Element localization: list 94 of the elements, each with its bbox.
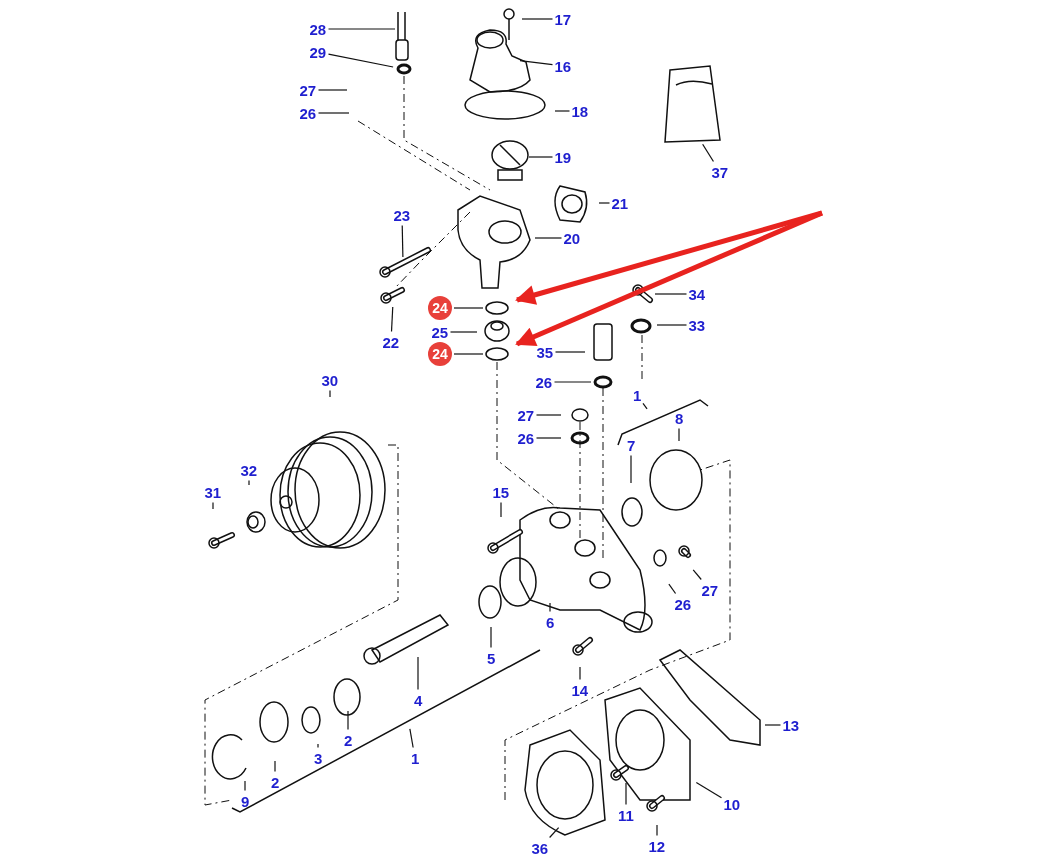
leader-line bbox=[702, 143, 715, 163]
callout-number: 2 bbox=[271, 773, 280, 791]
leader-line bbox=[678, 427, 680, 442]
leader-line bbox=[521, 18, 554, 20]
callout-number: 5 bbox=[487, 649, 496, 667]
leader-line bbox=[692, 569, 702, 581]
leader-line bbox=[449, 331, 478, 333]
callout-number: 32 bbox=[240, 461, 258, 479]
leader-line bbox=[390, 306, 394, 333]
callout-number: 23 bbox=[393, 206, 411, 224]
o-ring bbox=[485, 347, 509, 361]
leader-line bbox=[500, 501, 502, 518]
leader-line bbox=[401, 224, 404, 258]
leader-line bbox=[535, 437, 562, 439]
leader-line bbox=[417, 656, 419, 691]
leader-line bbox=[764, 724, 782, 726]
callout-number: 2 bbox=[344, 731, 353, 749]
leader-line bbox=[329, 389, 331, 398]
callout-number: 26 bbox=[299, 104, 317, 122]
callout-number: 27 bbox=[701, 581, 719, 599]
callout-number: 3 bbox=[314, 749, 323, 767]
callout-number: 24 bbox=[428, 296, 452, 320]
callout-number: 25 bbox=[431, 323, 449, 341]
callout-number: 10 bbox=[723, 795, 741, 813]
callout-number: 9 bbox=[241, 792, 250, 810]
leader-line bbox=[668, 583, 677, 595]
leader-line bbox=[327, 28, 396, 30]
leader-line bbox=[535, 414, 562, 416]
leader-line bbox=[656, 824, 658, 837]
callout-number: 31 bbox=[204, 483, 222, 501]
o-ring bbox=[485, 301, 509, 315]
callout-number: 20 bbox=[563, 229, 581, 247]
callout-number: 11 bbox=[618, 806, 634, 824]
leader-line bbox=[453, 353, 484, 355]
leader-line bbox=[528, 156, 554, 158]
leader-line bbox=[317, 89, 348, 91]
leader-line bbox=[453, 307, 484, 309]
callout-number: 27 bbox=[517, 406, 535, 424]
leader-line bbox=[695, 781, 723, 799]
callout-number: 26 bbox=[674, 595, 692, 613]
leader-line bbox=[579, 666, 581, 681]
callout-number: 24 bbox=[428, 342, 452, 366]
callout-number: 34 bbox=[688, 285, 706, 303]
callout-number: 26 bbox=[517, 429, 535, 447]
callout-number: 12 bbox=[648, 837, 666, 855]
leader-line bbox=[554, 110, 571, 112]
callout-number: 7 bbox=[627, 436, 636, 454]
callout-number: 26 bbox=[535, 373, 553, 391]
callout-number: 21 bbox=[611, 194, 629, 212]
leader-line bbox=[212, 501, 214, 510]
callout-number: 33 bbox=[688, 316, 706, 334]
arrow bbox=[515, 210, 823, 305]
leader-line bbox=[317, 743, 319, 749]
callout-number: 29 bbox=[309, 43, 327, 61]
arrow bbox=[515, 210, 823, 347]
callout-number: 36 bbox=[531, 839, 549, 857]
leader-line bbox=[549, 827, 560, 839]
leader-line bbox=[554, 351, 586, 353]
callout-number: 8 bbox=[675, 409, 684, 427]
leader-line bbox=[598, 202, 611, 204]
callout-number: 37 bbox=[711, 163, 729, 181]
callout-number: 15 bbox=[492, 483, 510, 501]
leader-line bbox=[347, 710, 349, 731]
leader-line bbox=[244, 780, 246, 792]
callout-number: 13 bbox=[782, 716, 800, 734]
callout-number: 35 bbox=[536, 343, 554, 361]
callout-number: 6 bbox=[546, 613, 555, 631]
leader-line bbox=[630, 454, 632, 484]
callout-number: 1 bbox=[411, 749, 420, 767]
callout-number: 18 bbox=[571, 102, 589, 120]
callout-number: 27 bbox=[299, 81, 317, 99]
callout-number: 4 bbox=[414, 691, 423, 709]
callout-number: 14 bbox=[571, 681, 589, 699]
leader-line bbox=[490, 626, 492, 649]
leader-line bbox=[553, 381, 592, 383]
leader-line bbox=[654, 293, 688, 295]
leader-line bbox=[534, 237, 563, 239]
leader-line bbox=[274, 760, 276, 773]
leader-line bbox=[625, 782, 627, 806]
leader-line bbox=[317, 112, 350, 114]
callout-number: 16 bbox=[554, 57, 572, 75]
leader-line bbox=[656, 324, 688, 326]
callout-number: 22 bbox=[382, 333, 400, 351]
callout-number: 17 bbox=[554, 10, 572, 28]
leader-line bbox=[409, 728, 414, 749]
leader-line bbox=[549, 602, 551, 613]
callout-number: 28 bbox=[309, 20, 327, 38]
callout-number: 1 bbox=[633, 386, 642, 404]
leader-line bbox=[327, 53, 394, 68]
leader-line bbox=[519, 60, 554, 66]
leader-line bbox=[642, 402, 648, 410]
leader-line bbox=[248, 479, 250, 486]
callout-number: 19 bbox=[554, 148, 572, 166]
callout-number: 30 bbox=[321, 371, 339, 389]
